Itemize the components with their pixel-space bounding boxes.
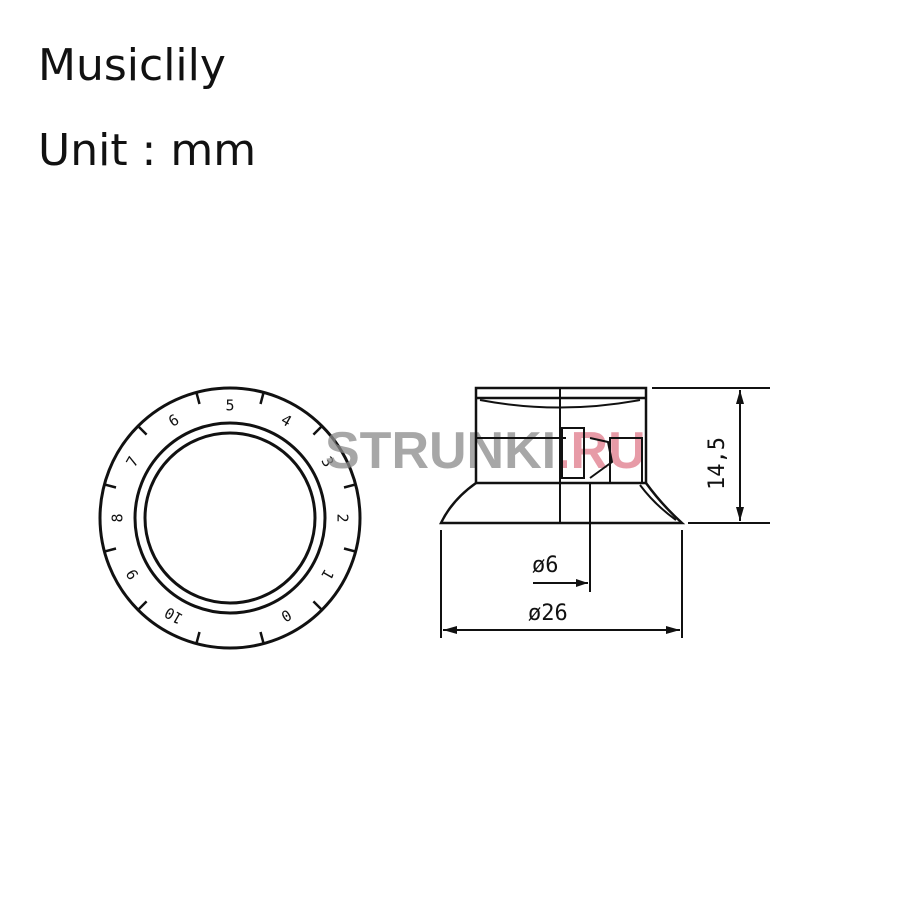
dial-tick bbox=[195, 392, 201, 405]
dial-tick bbox=[195, 631, 201, 644]
knob-skirt bbox=[439, 481, 686, 525]
dial-tick bbox=[259, 631, 265, 644]
height-label: 14,5 bbox=[705, 437, 730, 490]
dial-tick bbox=[104, 483, 117, 489]
dial-number: 2 bbox=[334, 513, 352, 522]
dial-number: 6 bbox=[165, 411, 182, 431]
dial-number: 8 bbox=[109, 513, 127, 522]
watermark: STRUNKI.RU bbox=[325, 422, 646, 480]
dial-tick bbox=[137, 425, 148, 436]
dial-number: 10 bbox=[161, 603, 186, 628]
dial-number: 1 bbox=[317, 566, 337, 583]
dial-outer-circle bbox=[98, 386, 362, 650]
dial-ring-circle bbox=[133, 421, 327, 615]
dial-inner-circle bbox=[143, 431, 317, 605]
dial-tick bbox=[259, 392, 265, 405]
dial-number: 0 bbox=[278, 605, 295, 625]
dial-ticks bbox=[104, 392, 356, 644]
dial-number: 5 bbox=[225, 397, 234, 415]
dial-number: 9 bbox=[123, 566, 143, 583]
dial-tick bbox=[137, 600, 148, 611]
watermark-main: STRUNKI bbox=[325, 422, 556, 480]
dial-number: 7 bbox=[123, 453, 143, 470]
dial-tick bbox=[312, 425, 323, 436]
dial-tick bbox=[343, 483, 356, 489]
dial-number: 4 bbox=[278, 411, 295, 431]
brand-title: Musiclily bbox=[38, 40, 226, 91]
dial-tick bbox=[343, 547, 356, 553]
dial-tick bbox=[312, 600, 323, 611]
shaft-diameter-label: ø6 bbox=[532, 553, 559, 578]
unit-label: Unit : mm bbox=[38, 125, 257, 176]
dial-tick bbox=[104, 547, 117, 553]
base-diameter-label: ø26 bbox=[528, 601, 568, 626]
knob-side-view bbox=[439, 386, 770, 638]
